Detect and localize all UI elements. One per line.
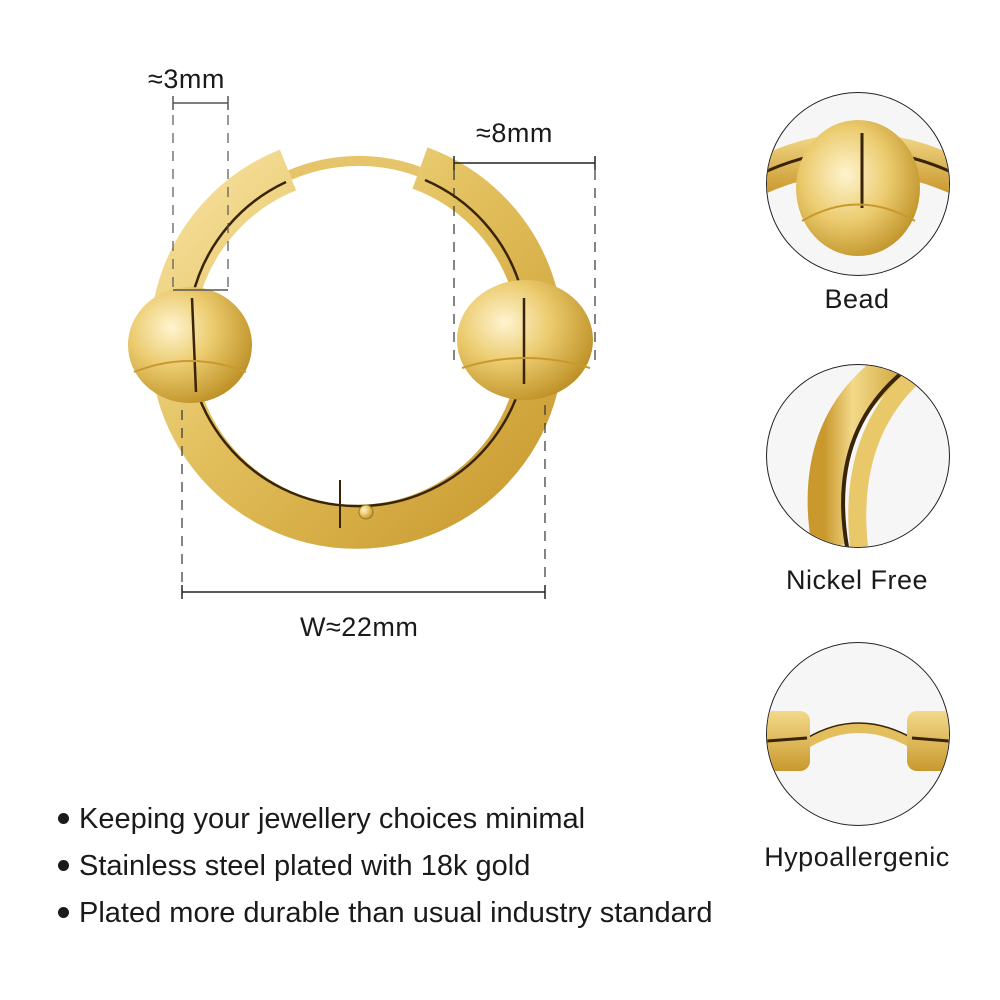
feature-label-bead: Bead xyxy=(824,284,890,314)
feature-bullet-list: Keeping your jewellery choices minimal S… xyxy=(58,796,713,937)
feature-inset-nickel-free xyxy=(766,364,950,548)
bullet-item: Keeping your jewellery choices minimal xyxy=(58,796,713,843)
bullet-item: Plated more durable than usual industry … xyxy=(58,890,713,937)
hinge-closeup-icon xyxy=(767,711,949,771)
bullet-item: Stainless steel plated with 18k gold xyxy=(58,843,713,890)
feature-inset-hypoallergenic xyxy=(766,642,950,826)
width-dimension-label: W≈22mm xyxy=(300,612,419,642)
thickness-dimension-label: ≈3mm xyxy=(148,64,225,94)
hoop-earring-image xyxy=(128,96,596,599)
feature-label-nickel-free: Nickel Free xyxy=(785,565,929,595)
bead-closeup-icon xyxy=(767,120,949,256)
hoop-band-closeup-icon xyxy=(807,365,924,547)
bead-dimension-label: ≈8mm xyxy=(476,118,553,148)
bullet-dot-icon xyxy=(58,859,69,871)
product-illustration xyxy=(128,96,596,599)
bullet-dot-icon xyxy=(58,812,69,824)
feature-label-hypoallergenic: Hypoallergenic xyxy=(764,842,950,872)
feature-inset-bead xyxy=(766,92,950,276)
bullet-dot-icon xyxy=(58,906,69,918)
